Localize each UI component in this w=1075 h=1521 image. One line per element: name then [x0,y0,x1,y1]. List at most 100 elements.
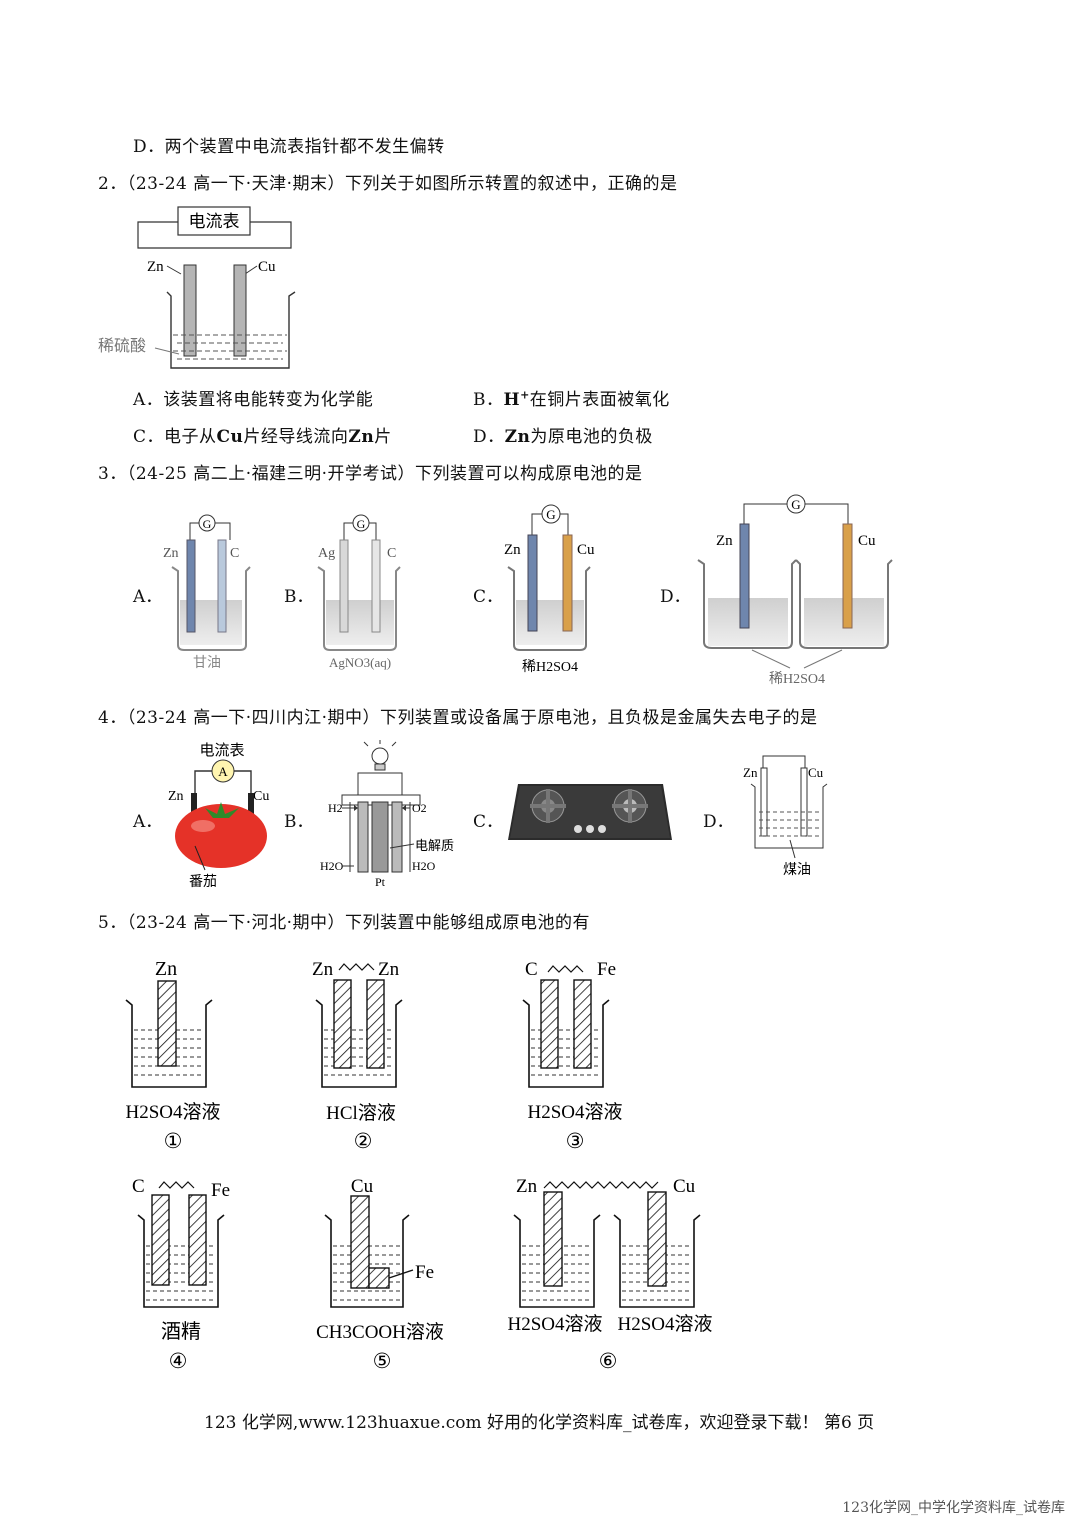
q2-zn-electrode [183,264,197,357]
svg-text:H2O: H2O [320,859,344,873]
svg-text:Cu: Cu [577,542,595,558]
q3-device-b: G Ag C AgNO3(aq) [317,514,401,670]
q4-device-b: H2 O2 电解质 H2O H2O Pt [320,740,454,889]
q4-device-d: Zn Cu 煤油 [743,755,828,878]
svg-text:Cu: Cu [253,789,269,804]
galvanometer-icon [352,514,370,532]
svg-text:A: A [218,764,228,779]
svg-text:C: C [525,959,538,980]
svg-text:甘油: 甘油 [193,655,221,671]
ammeter-icon [211,759,235,783]
q3-label-c: C． [473,587,504,607]
svg-text:H2SO4溶液: H2SO4溶液 [617,1313,712,1335]
svg-text:G: G [357,517,366,531]
q4-stem: 4．（23-24 高一下·四川内江·期中）下列装置或设备属于原电池，且负极是金属… [98,708,818,728]
q5-device-6: Zn Cu H2SO4溶液 H2SO4溶液 ⑥ [507,1176,712,1373]
svg-text:Zn: Zn [163,546,179,561]
svg-text:Fe: Fe [597,959,616,980]
q2-option-b: B．H+在铜片表面被氧化 [473,388,670,410]
svg-text:Zn: Zn [155,958,177,980]
q3-label-b: B． [284,587,314,607]
q3-stem: 3．（24-25 高二上·福建三明·开学考试）下列装置可以构成原电池的是 [98,464,643,484]
svg-text:C: C [230,546,239,561]
q3-device-c: G Zn Cu 稀H2SO4 [504,504,595,675]
svg-text:⑥: ⑥ [599,1349,618,1373]
q2-figure: 电流表 Zn Cu 稀硫酸 [98,206,296,369]
svg-text:Cu: Cu [858,533,876,549]
svg-text:④: ④ [169,1349,188,1373]
q5-device-3: C Fe H2SO4溶液 ③ [522,959,623,1153]
q4-device-a: 电流表 A Zn Cu 番茄 [168,742,269,890]
q2-zn-label: Zn [147,259,164,275]
svg-text:H2O: H2O [412,859,436,873]
svg-text:Zn: Zn [378,959,400,980]
q3-device-d: G Zn Cu 稀H2SO4 [697,494,893,687]
svg-text:Zn: Zn [504,542,521,558]
q2-stem: 2．（23-24 高一下·天津·期末）下列关于如图所示转置的叙述中，正确的是 [98,174,678,194]
svg-text:Zn: Zn [312,959,334,980]
svg-text:⑤: ⑤ [373,1349,392,1373]
svg-text:CH3COOH溶液: CH3COOH溶液 [316,1321,444,1343]
q3-label-a: A． [133,587,163,607]
svg-text:酒精: 酒精 [161,1320,201,1343]
svg-text:Fe: Fe [415,1262,434,1283]
q2-beaker [166,291,296,369]
q5-device-2: Zn Zn HCl溶液 ② [312,959,403,1153]
svg-text:电流表: 电流表 [199,742,244,759]
svg-text:电解质: 电解质 [415,838,454,853]
svg-text:Cu: Cu [351,1176,374,1197]
page-footer: 123 化学网,www.123huaxue.com 好用的化学资料库_试卷库，欢… [204,1413,875,1433]
q1-option-d: D．两个装置中电流表指针都不发生偏转 [133,137,445,157]
q2-option-a: A．该装置将电能转变为化学能 [133,390,374,410]
galvanometer-icon [786,494,806,514]
q3-label-d: D． [660,587,691,607]
svg-text:③: ③ [566,1129,585,1153]
svg-text:Cu: Cu [673,1176,696,1197]
svg-text:稀H2SO4: 稀H2SO4 [769,671,825,687]
galvanometer-icon [541,504,561,524]
svg-text:Zn: Zn [516,1176,538,1197]
svg-text:Ag: Ag [318,546,335,561]
q2-option-d: D．Zn为原电池的负极 [473,427,653,447]
svg-text:番茄: 番茄 [189,873,217,890]
svg-text:H2SO4溶液: H2SO4溶液 [507,1313,602,1335]
svg-text:AgNO3(aq): AgNO3(aq) [329,655,391,670]
svg-text:G: G [791,497,800,512]
q2-cu-electrode [233,264,247,357]
svg-text:Zn: Zn [743,765,758,780]
q4-label-a: A． [133,812,163,832]
q5-device-1: Zn H2SO4溶液 ① [125,958,221,1153]
svg-text:煤油: 煤油 [783,862,811,878]
q4-label-d: D． [703,812,734,832]
svg-text:稀H2SO4: 稀H2SO4 [522,659,578,675]
svg-text:Cu: Cu [808,765,824,780]
q4-device-c-stove [508,784,672,840]
svg-text:G: G [203,517,212,531]
galvanometer-icon [198,514,216,532]
q5-stem: 5．（23-24 高一下·河北·期中）下列装置中能够组成原电池的有 [98,913,591,933]
svg-text:Zn: Zn [716,533,733,549]
svg-text:G: G [546,507,555,522]
svg-text:H2: H2 [328,801,343,815]
q2-option-c: C．电子从Cu片经导线流向Zn片 [133,427,392,447]
svg-text:H2SO4溶液: H2SO4溶液 [125,1101,220,1123]
q5-device-5: Cu Fe CH3COOH溶液 ⑤ [316,1176,444,1373]
svg-text:C: C [132,1176,145,1197]
svg-text:②: ② [354,1129,373,1153]
svg-text:①: ① [164,1129,183,1153]
svg-text:O2: O2 [412,801,427,815]
bulb-icon [371,747,389,765]
q5-device-4: C Fe 酒精 ④ [132,1176,230,1373]
q2-meter-label: 电流表 [189,212,240,231]
svg-text:HCl溶液: HCl溶液 [326,1102,396,1124]
q2-acid-label: 稀硫酸 [98,337,146,355]
q4-label-b: B． [284,812,314,832]
q3-device-a: G Zn C 甘油 [163,514,251,671]
svg-text:C: C [387,546,396,561]
svg-text:Pt: Pt [375,875,386,889]
q2-cu-label: Cu [258,259,276,275]
svg-text:Zn: Zn [168,789,184,804]
watermark: 123化学网_中学化学资料库_试卷库 [842,1500,1065,1516]
svg-text:Fe: Fe [211,1180,230,1201]
svg-text:H2SO4溶液: H2SO4溶液 [527,1101,622,1123]
